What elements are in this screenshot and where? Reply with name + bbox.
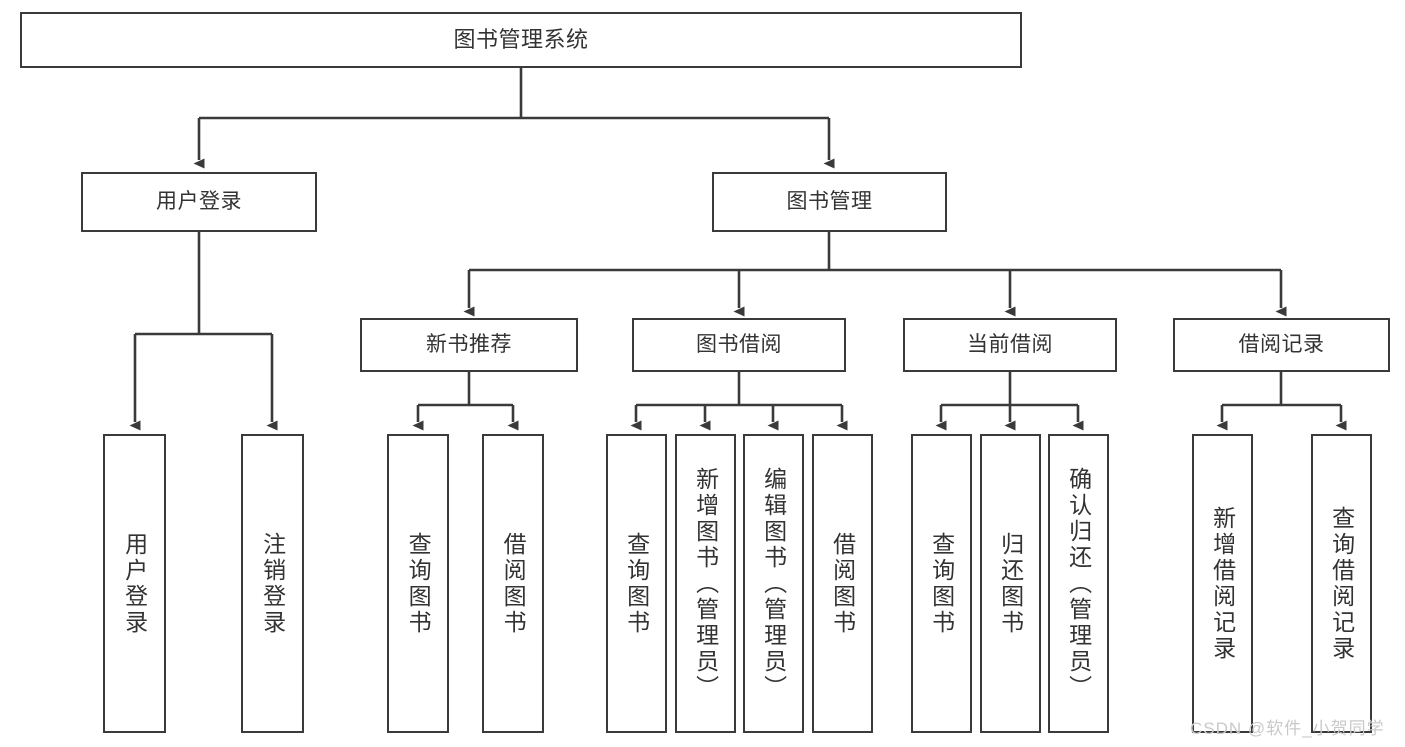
node-leaf-return-book[interactable]: 归还图书 [980, 434, 1041, 733]
node-user-login[interactable]: 用户登录 [81, 172, 317, 232]
node-leaf-borrow-book-1[interactable]: 借阅图书 [482, 434, 544, 733]
node-user-login-label: 用户登录 [156, 190, 242, 214]
node-borrow-record[interactable]: 借阅记录 [1173, 318, 1390, 372]
node-leaf-query-book-1[interactable]: 查询图书 [387, 434, 449, 733]
node-root[interactable]: 图书管理系统 [20, 12, 1022, 68]
node-leaf-edit-book-label: 编辑图书（管理员） [760, 466, 787, 701]
node-leaf-query-book-3-label: 查询图书 [928, 531, 955, 636]
node-leaf-query-record[interactable]: 查询借阅记录 [1311, 434, 1372, 733]
node-leaf-edit-book[interactable]: 编辑图书（管理员） [743, 434, 804, 733]
node-leaf-query-book-3[interactable]: 查询图书 [911, 434, 972, 733]
node-leaf-borrow-book-2-label: 借阅图书 [829, 531, 856, 636]
node-leaf-borrow-book-2[interactable]: 借阅图书 [812, 434, 873, 733]
node-borrow-record-label: 借阅记录 [1238, 333, 1325, 357]
watermark: CSDN @软件_小贺同学 [1190, 719, 1385, 738]
node-leaf-query-book-1-label: 查询图书 [405, 531, 432, 636]
node-new-book-recommend-label: 新书推荐 [426, 333, 512, 357]
node-new-book-recommend[interactable]: 新书推荐 [360, 318, 578, 372]
node-root-label: 图书管理系统 [453, 26, 589, 52]
node-leaf-query-book-2-label: 查询图书 [623, 531, 650, 636]
node-book-borrow-label: 图书借阅 [696, 333, 782, 357]
node-leaf-logout-label: 注销登录 [259, 531, 286, 636]
node-leaf-add-book[interactable]: 新增图书（管理员） [675, 434, 736, 733]
node-leaf-confirm-return-label: 确认归还（管理员） [1065, 466, 1092, 701]
node-leaf-user-login-label: 用户登录 [121, 531, 148, 636]
node-leaf-add-record-label: 新增借阅记录 [1209, 505, 1236, 662]
node-leaf-logout[interactable]: 注销登录 [241, 434, 304, 733]
node-leaf-return-book-label: 归还图书 [997, 531, 1024, 636]
node-book-management[interactable]: 图书管理 [712, 172, 947, 232]
node-leaf-user-login[interactable]: 用户登录 [103, 434, 166, 733]
node-current-borrow-label: 当前借阅 [967, 333, 1053, 357]
node-leaf-add-record[interactable]: 新增借阅记录 [1192, 434, 1253, 733]
node-leaf-confirm-return[interactable]: 确认归还（管理员） [1048, 434, 1109, 733]
node-book-borrow[interactable]: 图书借阅 [632, 318, 846, 372]
node-book-management-label: 图书管理 [786, 190, 873, 214]
node-leaf-query-record-label: 查询借阅记录 [1328, 505, 1355, 662]
node-leaf-borrow-book-1-label: 借阅图书 [500, 531, 527, 636]
node-current-borrow[interactable]: 当前借阅 [903, 318, 1117, 372]
node-leaf-query-book-2[interactable]: 查询图书 [606, 434, 667, 733]
node-leaf-add-book-label: 新增图书（管理员） [692, 466, 719, 701]
